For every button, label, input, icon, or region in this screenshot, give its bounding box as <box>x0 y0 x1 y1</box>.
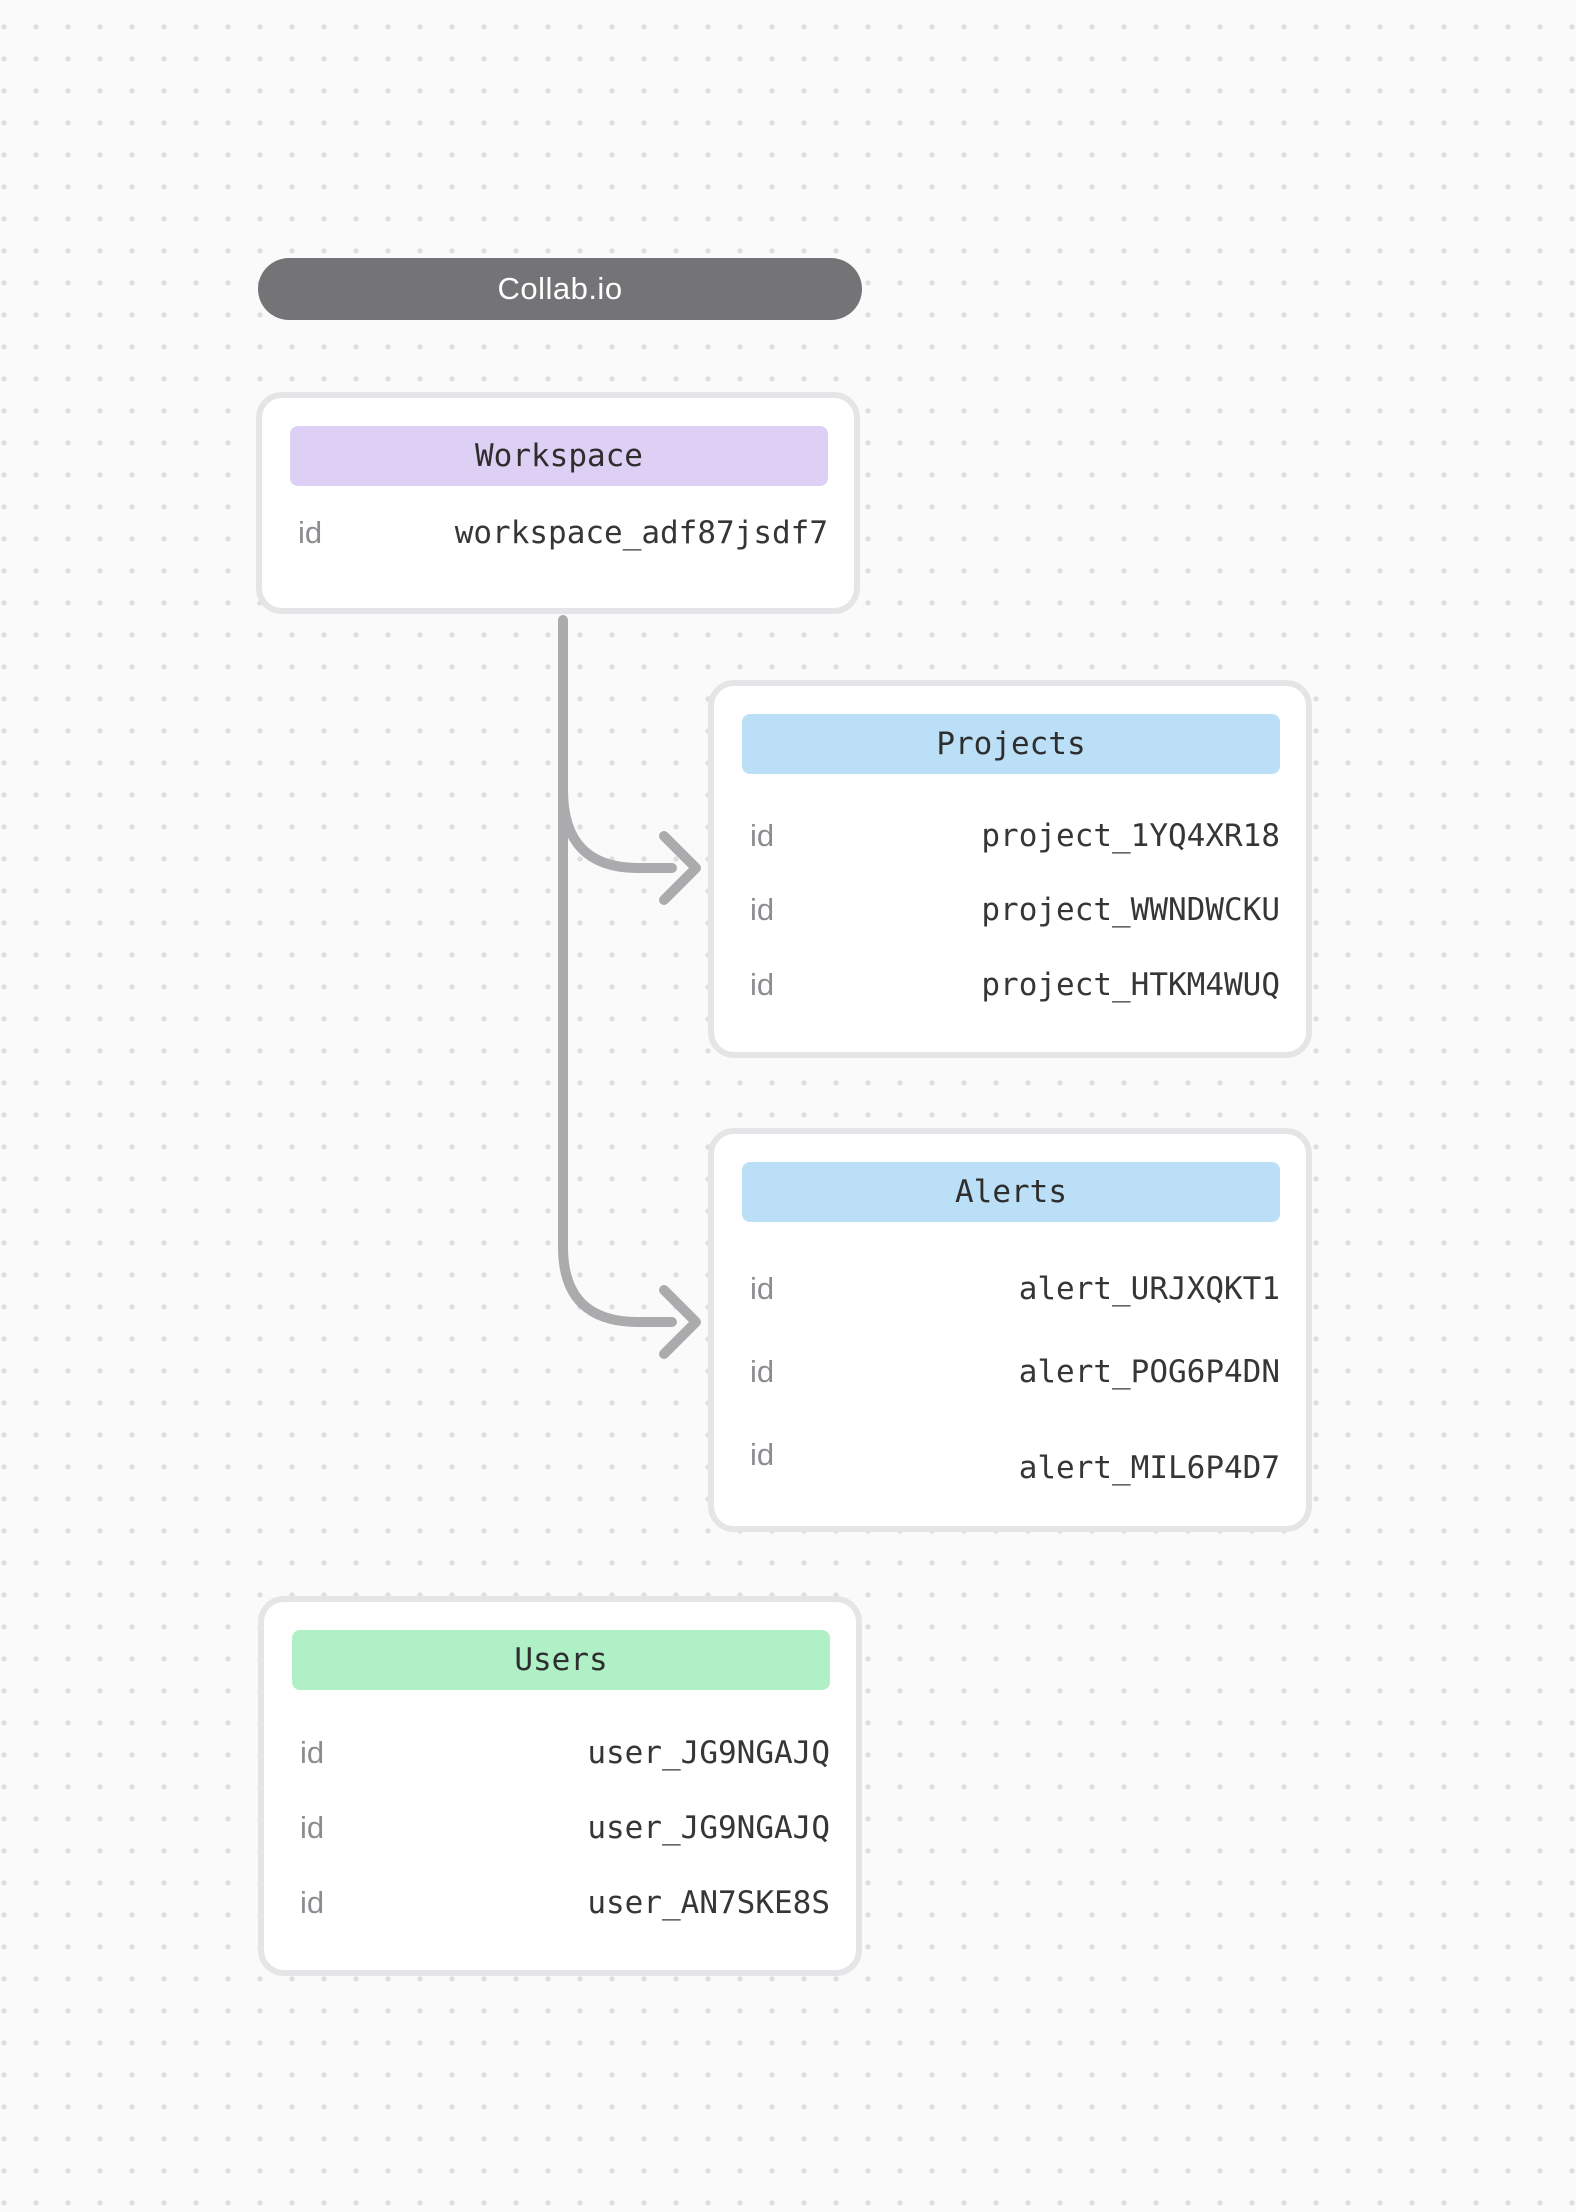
field-row: id workspace_adf87jsdf7 <box>290 515 828 551</box>
projects-title: Projects <box>936 726 1086 762</box>
field-row: id user_JG9NGAJQ <box>292 1735 830 1771</box>
node-workspace[interactable]: Workspace id workspace_adf87jsdf7 <box>256 392 860 614</box>
workspace-title: Workspace <box>475 438 643 474</box>
projects-header: Projects <box>742 714 1280 774</box>
arrowhead-alerts-icon <box>659 1285 701 1359</box>
field-value: user_JG9NGAJQ <box>587 1809 830 1846</box>
field-row: id alert_POG6P4DN <box>742 1354 1280 1390</box>
field-value: user_AN7SKE8S <box>587 1884 830 1921</box>
field-key: id <box>298 515 323 550</box>
field-row: id project_HTKM4WUQ <box>742 967 1280 1003</box>
field-key: id <box>750 892 775 928</box>
node-projects[interactable]: Projects id project_1YQ4XR18 id project_… <box>708 680 1312 1058</box>
connector-workspace-trunk <box>558 615 677 1327</box>
users-rows: id user_JG9NGAJQ id user_JG9NGAJQ id use… <box>292 1690 830 1942</box>
field-value: user_JG9NGAJQ <box>587 1734 830 1771</box>
workspace-header: Workspace <box>290 426 828 486</box>
field-key: id <box>750 1270 775 1306</box>
field-value: workspace_adf87jsdf7 <box>454 515 828 551</box>
users-title: Users <box>514 1642 608 1678</box>
connector-group <box>558 615 701 1359</box>
alerts-title: Alerts <box>955 1174 1067 1210</box>
field-row: id alert_URJXQKT1 <box>742 1271 1280 1307</box>
projects-rows: id project_1YQ4XR18 id project_WWNDWCKU … <box>742 774 1280 1024</box>
field-row: id user_AN7SKE8S <box>292 1885 830 1921</box>
field-value: alert_URJXQKT1 <box>1018 1270 1280 1307</box>
field-row: id project_1YQ4XR18 <box>742 818 1280 854</box>
connector-workspace-projects <box>558 785 677 873</box>
field-key: id <box>300 1734 325 1770</box>
field-row: id user_JG9NGAJQ <box>292 1810 830 1846</box>
field-key: id <box>750 818 775 854</box>
field-key: id <box>750 1436 775 1472</box>
node-users[interactable]: Users id user_JG9NGAJQ id user_JG9NGAJQ … <box>258 1596 862 1976</box>
field-key: id <box>300 1809 325 1845</box>
node-alerts[interactable]: Alerts id alert_URJXQKT1 id alert_POG6P4… <box>708 1128 1312 1532</box>
brand-label: Collab.io <box>497 271 623 306</box>
field-value: project_1YQ4XR18 <box>981 818 1280 855</box>
alerts-rows: id alert_URJXQKT1 id alert_POG6P4DN id a… <box>742 1222 1280 1498</box>
field-value: project_WWNDWCKU <box>981 892 1280 929</box>
field-value: alert_POG6P4DN <box>1018 1353 1280 1390</box>
brand-pill[interactable]: Collab.io <box>258 258 862 320</box>
alerts-header: Alerts <box>742 1162 1280 1222</box>
field-value: project_HTKM4WUQ <box>981 966 1280 1003</box>
field-value: alert_MIL6P4D7 <box>1018 1449 1280 1486</box>
users-header: Users <box>292 1630 830 1690</box>
field-row: id alert_MIL6P4D7 <box>742 1436 1280 1486</box>
field-key: id <box>750 966 775 1002</box>
field-key: id <box>750 1353 775 1389</box>
workspace-rows: id workspace_adf87jsdf7 <box>290 486 828 580</box>
arrowhead-projects-icon <box>659 831 701 905</box>
field-row: id project_WWNDWCKU <box>742 892 1280 928</box>
field-key: id <box>300 1884 325 1920</box>
